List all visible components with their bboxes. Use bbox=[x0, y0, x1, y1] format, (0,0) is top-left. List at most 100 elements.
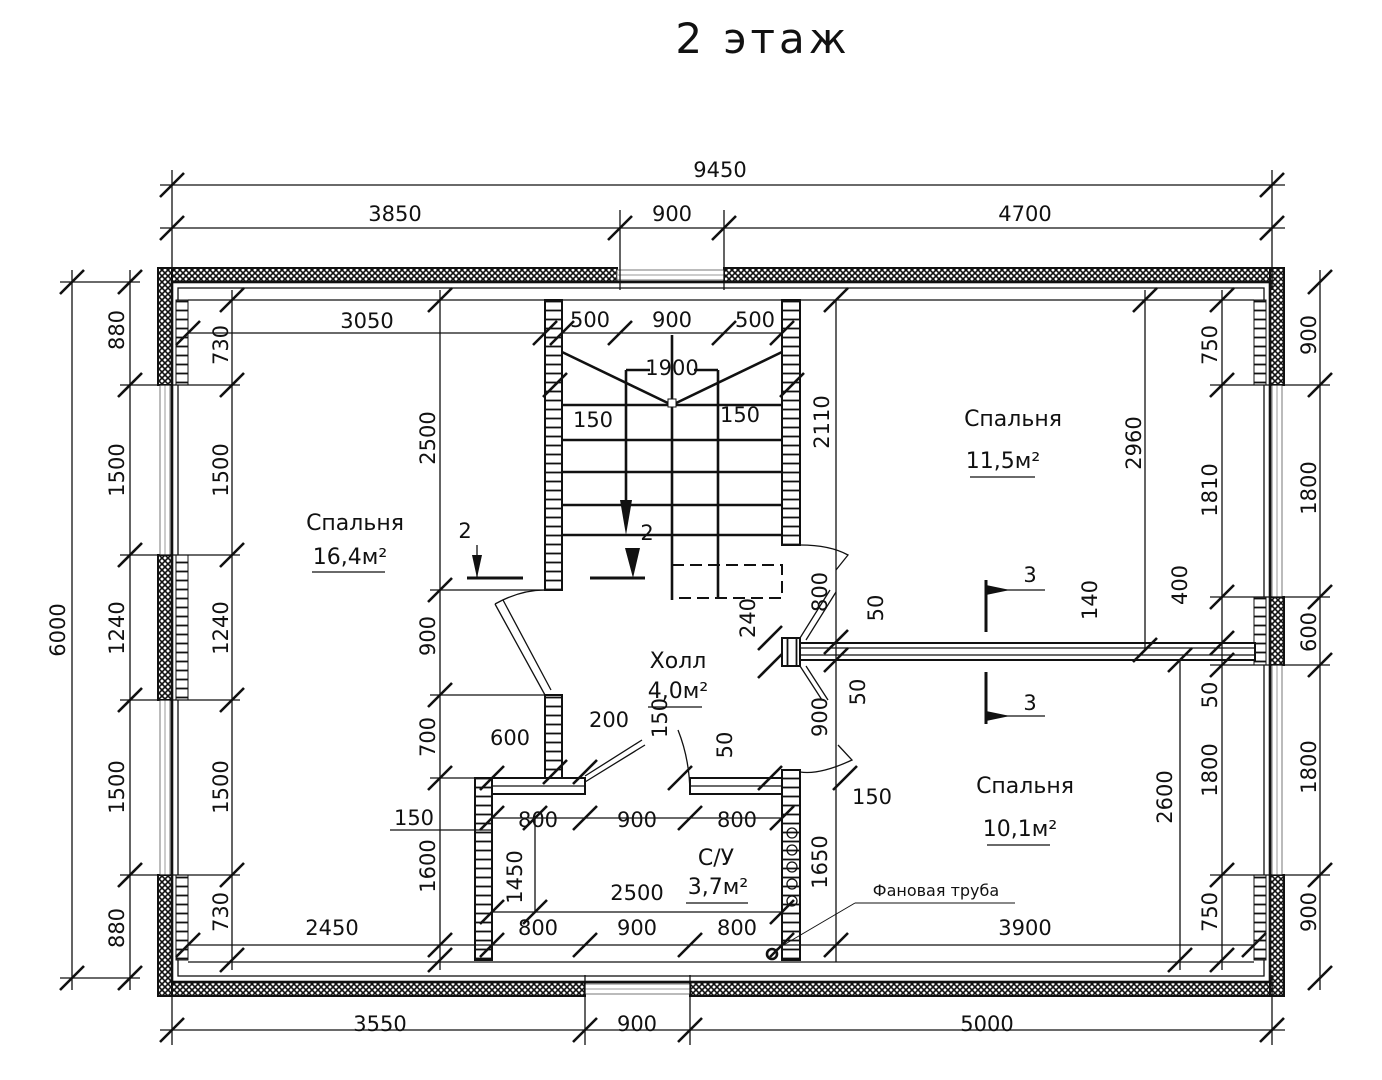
dimension-tick bbox=[522, 899, 548, 925]
dimension-tick bbox=[572, 805, 598, 831]
dimension-tick bbox=[757, 653, 783, 679]
dimension-label: 1500 bbox=[105, 760, 129, 813]
dimension-label: 3550 bbox=[353, 1012, 406, 1036]
dimension-tick bbox=[677, 1017, 703, 1043]
dimension-label: 1650 bbox=[808, 835, 832, 888]
dimension-label: 150 bbox=[394, 806, 434, 830]
dimension-tick bbox=[427, 947, 453, 973]
dimension-tick bbox=[117, 269, 143, 295]
dimension-label: 1600 bbox=[416, 839, 440, 892]
dimension-tick bbox=[542, 759, 568, 785]
dimension-label: 880 bbox=[105, 310, 129, 350]
dimension-tick bbox=[1307, 372, 1333, 398]
dimension-ticks bbox=[59, 172, 1333, 1043]
drawing-title: 2 этаж bbox=[675, 14, 851, 63]
dimension-tick bbox=[159, 1017, 185, 1043]
dimension-tick bbox=[832, 765, 858, 791]
dimension-tick bbox=[219, 372, 245, 398]
dimension-label: 900 bbox=[808, 697, 832, 737]
dimension-tick bbox=[607, 215, 633, 241]
dimension-label: 400 bbox=[1168, 565, 1192, 605]
dimension-label: 1810 bbox=[1198, 463, 1222, 516]
dimension-tick bbox=[769, 899, 795, 925]
dimension-label: 50 bbox=[713, 732, 737, 759]
dimension-label: 5000 bbox=[960, 1012, 1013, 1036]
dimension-tick bbox=[711, 215, 737, 241]
dimension-tick bbox=[1307, 965, 1333, 991]
dimension-tick bbox=[1132, 287, 1158, 313]
dimension-tick bbox=[159, 215, 185, 241]
dimension-tick bbox=[159, 172, 185, 198]
dimension-tick bbox=[1259, 172, 1285, 198]
dimension-tick bbox=[1307, 269, 1333, 295]
dimension-label: 900 bbox=[1297, 315, 1321, 355]
dimension-label: 800 bbox=[518, 808, 558, 832]
dimension-label: 6000 bbox=[46, 603, 70, 656]
dimension-tick bbox=[769, 932, 795, 958]
dimension-label: 1450 bbox=[503, 850, 527, 903]
dimension-tick bbox=[1209, 372, 1235, 398]
dimension-tick bbox=[117, 542, 143, 568]
dimension-tick bbox=[667, 765, 693, 791]
dimension-tick bbox=[117, 372, 143, 398]
room-area-bedroom-2: 11,5м² bbox=[966, 449, 1040, 474]
dimension-tick bbox=[1209, 584, 1235, 610]
dimension-tick bbox=[779, 372, 805, 398]
dimension-tick bbox=[427, 682, 453, 708]
room-area-hall: 4,0м² bbox=[648, 679, 708, 704]
dimension-label: 800 bbox=[717, 808, 757, 832]
dimension-tick bbox=[219, 687, 245, 713]
dimension-label: 1500 bbox=[209, 760, 233, 813]
dimension-tick bbox=[479, 765, 505, 791]
dimension-tick bbox=[219, 287, 245, 313]
dimension-tick bbox=[542, 372, 568, 398]
dimension-label: 1900 bbox=[645, 356, 698, 380]
dimension-tick bbox=[1307, 652, 1333, 678]
dimension-label: 500 bbox=[735, 308, 775, 332]
dimension-label: 2450 bbox=[305, 916, 358, 940]
dimension-tick bbox=[479, 899, 505, 925]
dimension-label: 2960 bbox=[1122, 416, 1146, 469]
dimension-tick bbox=[522, 805, 548, 831]
dimension-tick bbox=[1167, 647, 1193, 673]
dimension-tick bbox=[427, 765, 453, 791]
room-name-bathroom: С/У bbox=[698, 846, 735, 871]
dimension-tick bbox=[1132, 637, 1158, 663]
dimension-label: 1500 bbox=[105, 443, 129, 496]
dimension-label: 1240 bbox=[209, 601, 233, 654]
dimension-tick bbox=[1241, 932, 1267, 958]
dimension-tick bbox=[823, 932, 849, 958]
dimension-label: 1800 bbox=[1297, 461, 1321, 514]
room-area-bedroom-3: 10,1м² bbox=[983, 817, 1057, 842]
dimension-label: 2110 bbox=[810, 395, 834, 448]
dimension-tick bbox=[769, 805, 795, 831]
dimension-tick bbox=[823, 287, 849, 313]
dimension-label: 4700 bbox=[998, 202, 1051, 226]
dimension-tick bbox=[479, 805, 505, 831]
dimension-tick bbox=[175, 932, 201, 958]
dimension-label: 900 bbox=[652, 308, 692, 332]
dimension-label: 2500 bbox=[416, 411, 440, 464]
room-name-bedroom-3: Спальня bbox=[976, 774, 1074, 799]
room-name-hall: Холл bbox=[650, 649, 707, 674]
dimension-tick bbox=[572, 759, 598, 785]
section-mark-label: 2 bbox=[640, 521, 653, 545]
dimension-label: 900 bbox=[617, 1012, 657, 1036]
dimension-tick bbox=[572, 1017, 598, 1043]
dimension-label: 800 bbox=[717, 916, 757, 940]
room-area-bathroom: 3,7м² bbox=[688, 875, 748, 900]
dimension-label: 3850 bbox=[368, 202, 421, 226]
dimension-label: 1500 bbox=[209, 443, 233, 496]
dimension-label: 730 bbox=[209, 892, 233, 932]
dimension-tick bbox=[219, 947, 245, 973]
dimension-label: 600 bbox=[490, 726, 530, 750]
dimension-tick bbox=[607, 320, 633, 346]
dimension-label: 9450 bbox=[693, 158, 746, 182]
dimension-tick bbox=[1259, 215, 1285, 241]
dimension-label: 1800 bbox=[1198, 743, 1222, 796]
dimension-tick bbox=[219, 862, 245, 888]
dimension-label: 880 bbox=[105, 908, 129, 948]
dimension-tick bbox=[1209, 652, 1235, 678]
section-mark-label: 3 bbox=[1023, 563, 1036, 587]
